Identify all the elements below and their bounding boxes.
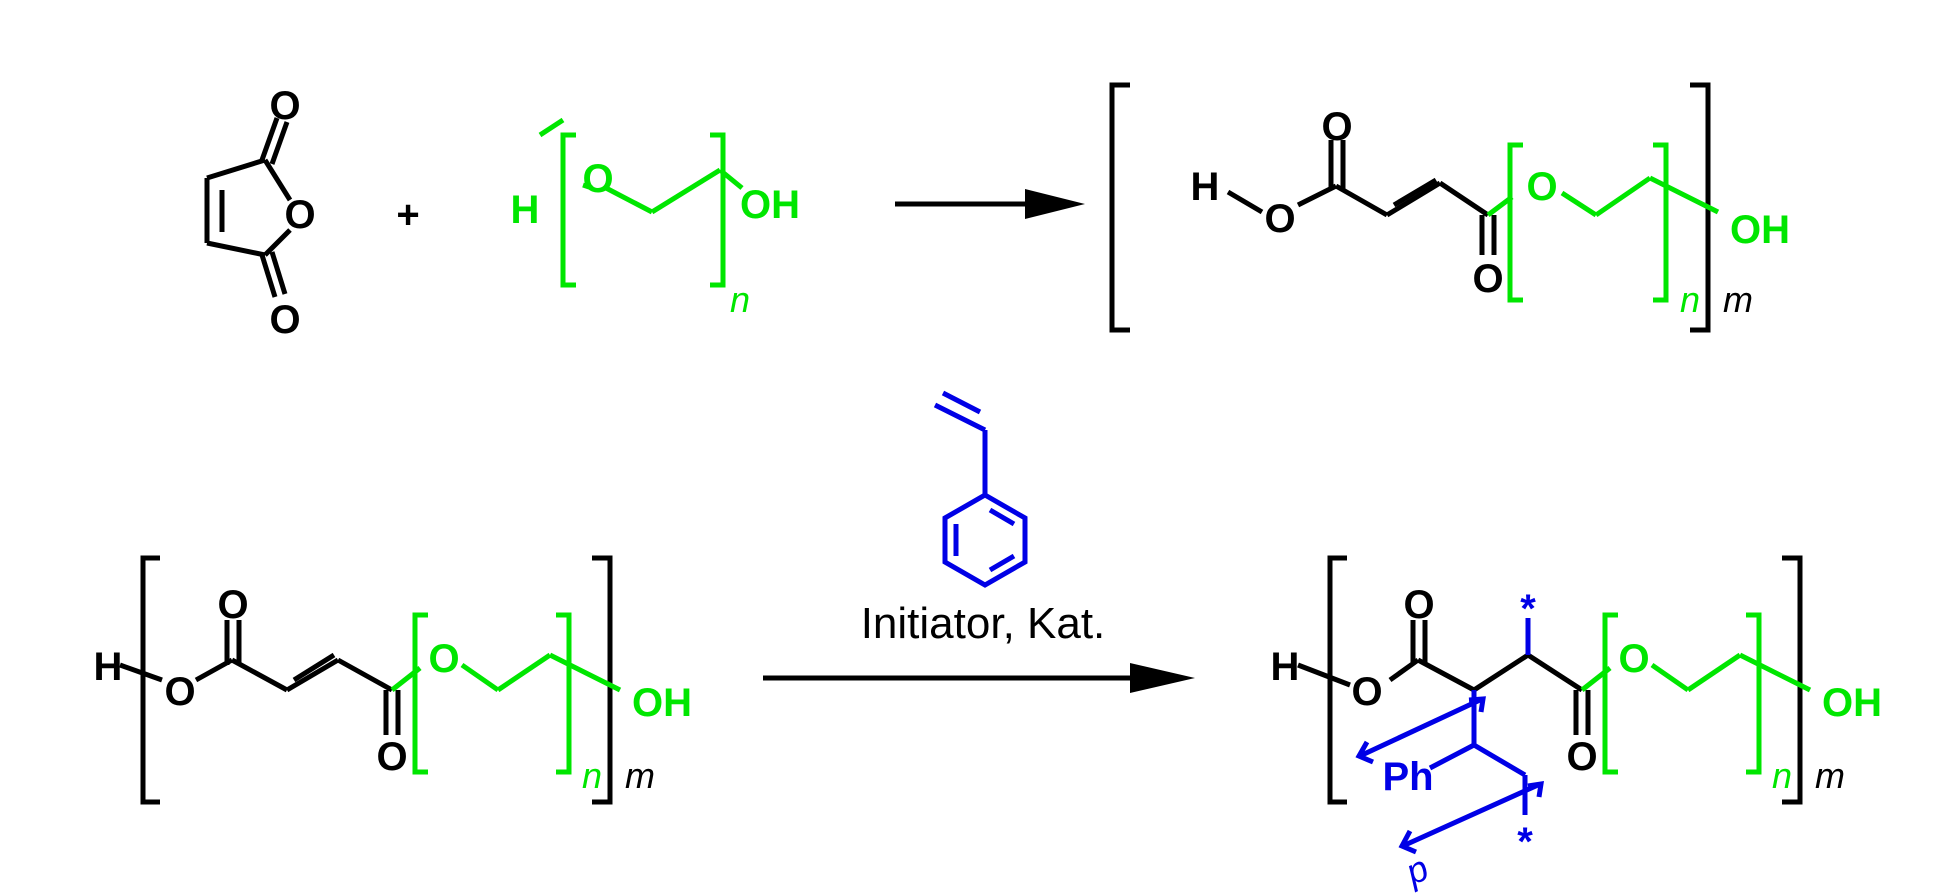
peg-h: H <box>511 188 540 232</box>
p2-m: m <box>1815 755 1845 796</box>
styrene-reagent <box>933 390 1028 588</box>
p1-o-carbonyl-top: O <box>1321 105 1352 149</box>
peg-n: n <box>730 279 750 320</box>
p2-peg-o: O <box>1618 637 1649 681</box>
peg-oh: OH <box>740 183 800 227</box>
p2-star-top: * <box>1520 587 1536 631</box>
r2-o-carbonyl-bottom: O <box>376 735 407 779</box>
r2-peg-o: O <box>428 637 459 681</box>
peg-o: O <box>582 157 613 201</box>
p2-phenyl: Ph <box>1382 755 1433 799</box>
maleic-anhydride <box>204 117 293 298</box>
reactant-2-mono-ester: H O O O O OH n m <box>94 555 692 805</box>
p1-m: m <box>1723 279 1753 320</box>
p2-p: p <box>1399 847 1435 893</box>
p1-peg-o: O <box>1526 165 1557 209</box>
p1-h: H <box>1191 165 1220 209</box>
maleic-o-bottom: O <box>269 298 300 342</box>
r2-peg-oh: OH <box>632 681 692 725</box>
p2-n: n <box>1772 755 1792 796</box>
r2-o-hydroxyl: O <box>164 670 195 714</box>
maleic-o-ring: O <box>284 193 315 237</box>
reaction-arrow-2 <box>763 663 1195 693</box>
maleic-o-top: O <box>269 84 300 128</box>
p2-peg-oh: OH <box>1822 681 1882 725</box>
p2-o-carbonyl-bottom: O <box>1566 735 1597 779</box>
r2-n: n <box>582 755 602 796</box>
reaction-conditions: Initiator, Kat. <box>861 599 1106 648</box>
plus-sign: + <box>396 193 419 237</box>
p1-peg-oh: OH <box>1730 208 1790 252</box>
product-1-mono-ester: H O O O O OH n m <box>1109 82 1790 333</box>
r2-h: H <box>94 645 123 689</box>
p2-o-hydroxyl: O <box>1351 670 1382 714</box>
p1-o-hydroxyl: O <box>1264 197 1295 241</box>
p1-n: n <box>1680 279 1700 320</box>
peg-reactant: H O OH n <box>511 117 800 320</box>
reaction-arrow-1 <box>895 189 1085 219</box>
p2-h: H <box>1271 645 1300 689</box>
p2-star-bottom: * <box>1517 820 1533 864</box>
product-2-graft-copolymer: H O O O O OH n m Ph * * p <box>1271 555 1882 893</box>
p2-o-carbonyl-top: O <box>1403 583 1434 627</box>
r2-o-carbonyl-top: O <box>217 583 248 627</box>
r2-m: m <box>625 755 655 796</box>
p1-o-carbonyl-bottom: O <box>1472 257 1503 301</box>
